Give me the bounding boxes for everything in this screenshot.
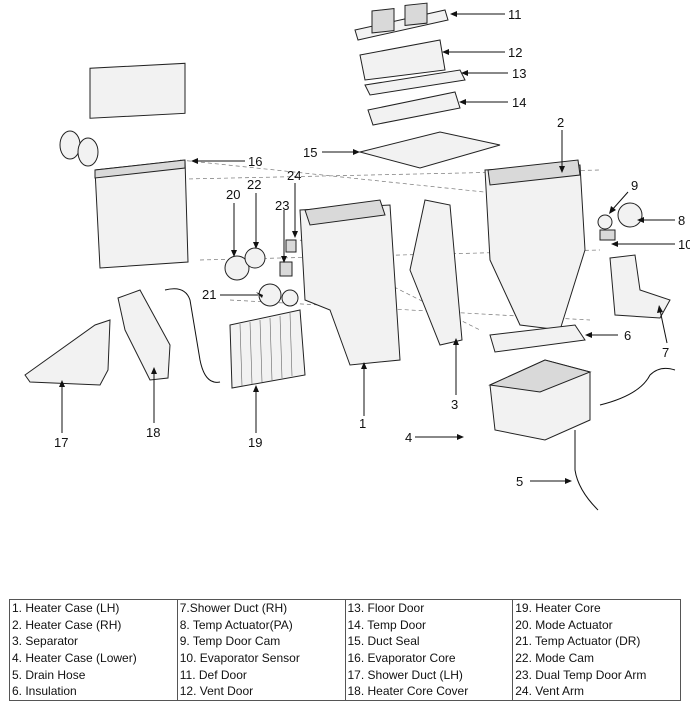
legend-item: 12. Vent Door [179,684,254,699]
heater-pipes [164,288,221,383]
callout-16: 16 [248,154,262,169]
callout-9: 9 [631,178,638,193]
separator [409,199,463,346]
heater-core [229,309,306,389]
legend-item: 13. Floor Door [347,601,425,615]
shower-duct-rh [609,254,671,319]
duct-seal [358,131,501,169]
callout-labels: 11 12 13 14 15 16 2 9 8 10 6 7 4 5 3 1 1… [54,7,690,489]
callout-19: 19 [248,435,262,450]
mode-actuator-group [224,239,299,307]
callout-5: 5 [516,474,523,489]
callout-2: 2 [557,115,564,130]
legend-item: 18. Heater Core Cover [347,684,469,699]
legend-item: 8. Temp Actuator(PA) [179,617,293,632]
legend-item: 11. Def Door [179,667,247,682]
legend-item: 4. Heater Case (Lower) [12,651,137,666]
legend-item: 24. Vent Arm [515,684,584,699]
heater-case-lower [488,359,592,441]
legend-item: 17. Shower Duct (LH) [347,667,463,682]
legend-item: 16. Evaporator Core [347,651,456,666]
legend-item: 3. Separator [12,634,79,649]
legend-item: 23. Dual Temp Door Arm [515,667,647,682]
callout-22: 22 [247,177,261,192]
callout-15: 15 [303,145,317,160]
legend-item: 1. Heater Case (LH) [12,601,120,615]
evaporator-hose [599,367,676,406]
callout-7: 7 [662,345,669,360]
callout-11: 11 [508,7,522,22]
temp-actuator-pa [597,202,643,241]
callout-21: 21 [202,287,216,302]
parts-legend-table: 1. Heater Case (LH) 2. Heater Case (RH) … [9,598,681,702]
callout-17: 17 [54,435,68,450]
drain-hose [574,430,599,511]
legend-item: 10. Evaporator Sensor [179,651,300,666]
legend-column-1: 1. Heater Case (LH) 2. Heater Case (RH) … [9,598,178,702]
callout-4: 4 [405,430,412,445]
insulation [489,324,586,353]
callout-20: 20 [226,187,240,202]
callout-14: 14 [512,95,526,110]
callout-1: 1 [359,416,366,431]
legend-item: 15. Duct Seal [347,634,420,649]
callout-23: 23 [275,198,289,213]
evaporator-core [59,62,189,269]
legend-column-4: 19. Heater Core 20. Mode Actuator 21. Te… [512,598,681,702]
callout-3: 3 [451,397,458,412]
callout-24: 24 [287,168,301,183]
legend-item: 19. Heater Core [515,601,601,615]
shower-duct-lh [24,319,111,386]
legend-item: 5. Drain Hose [12,667,86,682]
door-stack [354,2,466,126]
legend-item: 22. Mode Cam [515,651,594,666]
legend-item: 14. Temp Door [347,617,427,632]
callout-6: 6 [624,328,631,343]
callout-8: 8 [678,213,685,228]
legend-item: 6. Insulation [12,684,77,699]
heater-case-rh [484,159,586,331]
legend-column-2: 7.Shower Duct (RH) 8. Temp Actuator(PA) … [176,598,346,702]
leader-lines [59,11,675,484]
legend-item: 2. Heater Case (RH) [12,617,122,632]
heater-core-cover [117,289,171,381]
legend-column-3: 13. Floor Door 14. Temp Door 15. Duct Se… [344,598,514,702]
callout-18: 18 [146,425,160,440]
legend-item: 9. Temp Door Cam [179,634,281,649]
callout-10: 10 [678,237,690,252]
callout-12: 12 [508,45,522,60]
exploded-parts-diagram: 11 12 13 14 15 16 2 9 8 10 6 7 4 5 3 1 1… [24,2,690,511]
callout-13: 13 [512,66,526,81]
legend-item: 21. Temp Actuator (DR) [515,634,641,649]
legend-item: 20. Mode Actuator [515,617,613,632]
heater-case-lh [299,199,401,366]
legend-item: 7.Shower Duct (RH) [179,601,288,615]
